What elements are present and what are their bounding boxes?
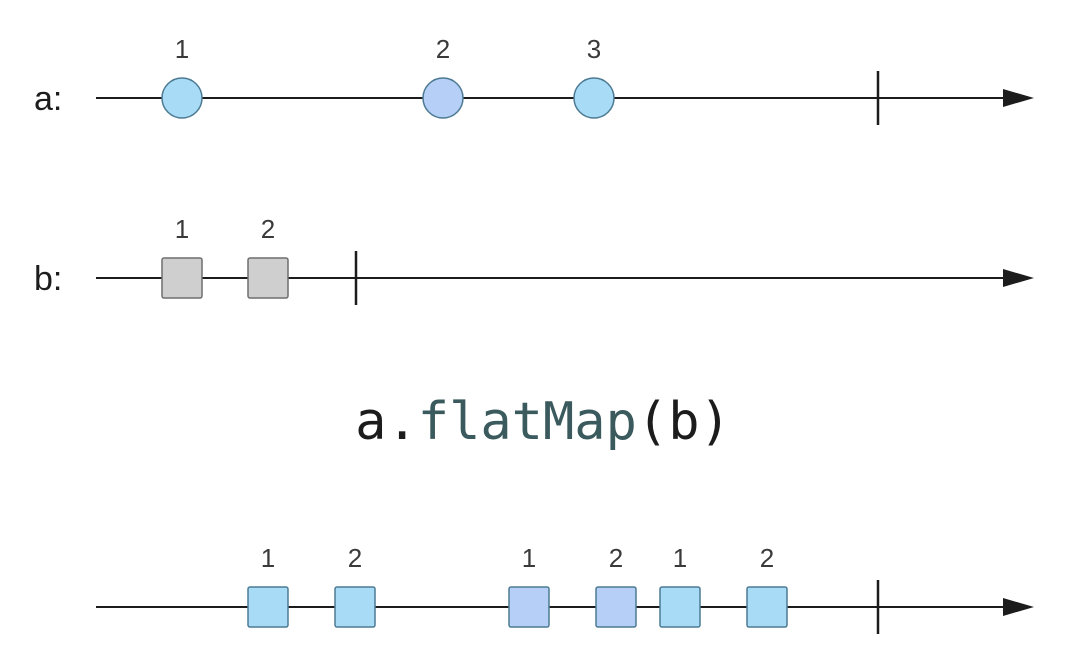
operator-dot: . bbox=[386, 392, 418, 452]
marble-label-result-3: 1 bbox=[522, 543, 536, 573]
marble-result-4 bbox=[595, 586, 637, 628]
marble-a-3 bbox=[573, 77, 615, 119]
operator-method: flatMap bbox=[417, 392, 637, 452]
operator-expression: a.flatMap(b) bbox=[0, 392, 1086, 452]
operator-open-paren: ( bbox=[636, 392, 669, 452]
marble-a-1 bbox=[161, 77, 203, 119]
operator-close-paren: ) bbox=[699, 392, 731, 452]
operator-receiver: a bbox=[355, 392, 387, 452]
marble-label-result-4: 2 bbox=[609, 543, 623, 573]
stream-a-label: a: bbox=[34, 80, 63, 118]
marble-label-b-1: 1 bbox=[175, 214, 189, 244]
marble-b-2 bbox=[247, 257, 289, 299]
arrowhead-b bbox=[1003, 269, 1034, 287]
marble-label-result-6: 2 bbox=[760, 543, 774, 573]
marble-result-3 bbox=[508, 586, 550, 628]
marble-result-2 bbox=[334, 586, 376, 628]
marble-a-2 bbox=[422, 77, 464, 119]
arrowhead-result bbox=[1003, 598, 1034, 616]
marble-label-a-2: 2 bbox=[436, 34, 450, 64]
marble-result-1 bbox=[247, 586, 289, 628]
marble-result-6 bbox=[746, 586, 788, 628]
marble-label-result-5: 1 bbox=[673, 543, 687, 573]
marble-b-1 bbox=[161, 257, 203, 299]
marble-label-b-2: 2 bbox=[261, 214, 275, 244]
marble-label-a-1: 1 bbox=[175, 34, 189, 64]
stream-b-label: b: bbox=[34, 260, 63, 298]
marble-label-result-2: 2 bbox=[348, 543, 362, 573]
operator-argument: b bbox=[668, 392, 700, 452]
arrowhead-a bbox=[1003, 89, 1034, 107]
marble-label-result-1: 1 bbox=[261, 543, 275, 573]
marble-result-5 bbox=[659, 586, 701, 628]
marble-label-a-3: 3 bbox=[587, 34, 601, 64]
